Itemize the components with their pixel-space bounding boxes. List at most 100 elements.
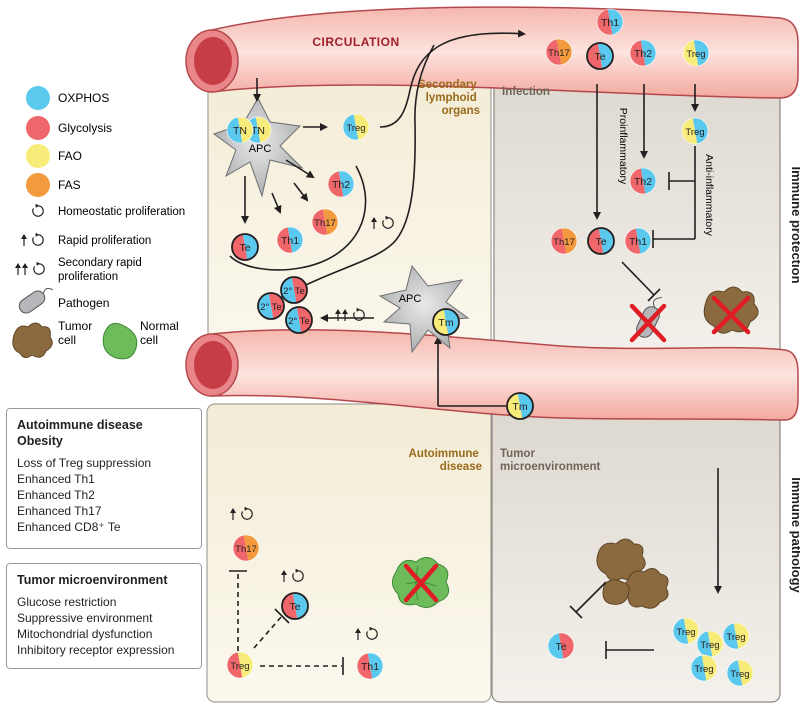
legend-rapid: Rapid proliferation xyxy=(58,235,151,247)
tumor-box-item: Mitochondrial dysfunction xyxy=(17,627,153,641)
cell-th: Th1 xyxy=(276,226,304,254)
cell-te: Te xyxy=(281,592,309,620)
cell-label: Te xyxy=(594,51,605,63)
cell-th1: Th17 xyxy=(311,208,339,236)
cell-treg: Treg xyxy=(681,117,709,145)
legend-tumor-cell: Tumor cell xyxy=(58,319,96,347)
normal-cell-icon xyxy=(102,322,138,360)
lymphoid-arrows xyxy=(229,29,526,407)
autoimmune-obesity-box: Autoimmune disease Obesity Loss of Treg … xyxy=(6,408,202,549)
cell-label: 2° Te xyxy=(288,316,310,327)
cell-th: Th1 xyxy=(624,227,652,255)
cell-label: Treg xyxy=(700,640,719,651)
tumor-box-title: Tumor microenvironment xyxy=(17,573,168,587)
cell-label: Tm xyxy=(512,401,527,413)
secondary-rapid-lymphoid-icon xyxy=(335,307,365,321)
cell-label: Th1 xyxy=(361,661,379,673)
cell-label: TN xyxy=(251,125,265,137)
circulation-vessel-top xyxy=(185,6,799,99)
cell-treg: Treg xyxy=(726,659,754,687)
tumor-box-item: Inhibitory receptor expression xyxy=(17,643,175,657)
cell-treg: Treg xyxy=(342,113,370,141)
legend-secondary-rapid: Secondary rapid proliferation xyxy=(58,257,145,283)
proinflammatory-label: Proinflammatory xyxy=(617,108,629,185)
cell-tm: Tm xyxy=(432,308,460,336)
normal-cell-killed xyxy=(392,557,450,608)
tumor-box-item: Suppressive environment xyxy=(17,611,153,625)
cell-label: Th1 xyxy=(601,17,619,29)
secondary-lymphoid-label: Secondary lymphoid organs xyxy=(418,79,480,117)
cell-label: Treg xyxy=(694,664,713,675)
obesity-box-title: Obesity xyxy=(17,434,63,448)
rapid-prolif-te-icon xyxy=(281,568,304,582)
infection-label: Infection xyxy=(502,86,550,98)
anti-inflammatory-label: Anti-inflammatory xyxy=(703,154,715,236)
cell-label: Th17 xyxy=(235,544,257,555)
cell-th1: Th17 xyxy=(545,38,573,66)
tumor-cell-icon xyxy=(12,322,53,359)
cell-te: Te xyxy=(231,233,259,261)
cell-th: Th2 xyxy=(629,167,657,195)
cell-tn: TN xyxy=(226,116,254,144)
legend-fao: FAO xyxy=(58,149,82,163)
autoimmune-box-item: Enhanced Th1 xyxy=(17,472,95,486)
cell-tm: Tm xyxy=(506,392,534,420)
cell-label: Treg xyxy=(685,127,704,138)
tumor-killed xyxy=(703,286,759,335)
legend-fao-swatch xyxy=(26,144,50,168)
legend-oxphos-swatch xyxy=(26,86,50,110)
cell-label: Th2 xyxy=(634,176,652,188)
tumor-microenvironment-box: Tumor microenvironment Glucose restricti… xyxy=(6,563,202,669)
cell-label: Th17 xyxy=(314,218,336,229)
cell-label: Th1 xyxy=(281,235,299,247)
cell-th: Th2 xyxy=(629,39,657,67)
autoimmune-box-title: Autoimmune disease xyxy=(17,418,143,432)
immune-protection-label: Immune protection xyxy=(789,166,800,283)
pathogen-icon xyxy=(18,287,54,314)
autoimmune-box-item: Enhanced CD8⁺ Te xyxy=(17,520,121,534)
cell-label: Th17 xyxy=(548,48,570,59)
tumor-env-arrows xyxy=(569,468,722,659)
immune-pathology-label: Immune pathology xyxy=(789,477,800,593)
cell-th: Th2 xyxy=(327,170,355,198)
cell-label: Treg xyxy=(346,123,365,134)
cell-label: Tm xyxy=(438,317,453,329)
cell-label: Treg xyxy=(686,49,705,60)
cell-th1: Th17 xyxy=(550,227,578,255)
legend-glycolysis: Glycolysis xyxy=(58,121,112,135)
cell-treg: Treg xyxy=(226,651,254,679)
cell-te: Te xyxy=(586,42,614,70)
cell-label: Th17 xyxy=(553,237,575,248)
legend-glycolysis-swatch xyxy=(26,116,50,140)
legend-oxphos: OXPHOS xyxy=(58,91,109,105)
autoimmune-box-item: Loss of Treg suppression xyxy=(17,456,152,470)
cell-label: Th1 xyxy=(629,236,647,248)
cell-th1: Th17 xyxy=(232,534,260,562)
autoimmune-inhibition-lines xyxy=(229,570,344,675)
legend-fas: FAS xyxy=(58,178,81,192)
cell-label: Te xyxy=(289,601,300,613)
cell-label: 2° Te xyxy=(260,302,282,313)
legend-pathogen: Pathogen xyxy=(58,296,109,310)
cell-treg: Treg xyxy=(690,654,718,682)
circulation-vessel-bottom xyxy=(185,328,799,421)
rapid-proliferation-icon xyxy=(21,232,44,246)
cell-label: Treg xyxy=(230,661,249,672)
cell-label: Te xyxy=(239,242,250,254)
panel-autoimmune xyxy=(206,403,492,703)
cell-th: Th1 xyxy=(356,652,384,680)
tumor-env-label: Tumor microenvironment xyxy=(500,448,600,473)
cell-th: Th1 xyxy=(596,8,624,36)
cell-label: Th2 xyxy=(634,48,652,60)
cell-label: 2° Te xyxy=(283,286,305,297)
cell-te: 2° Te xyxy=(257,292,285,320)
cell-treg: Treg xyxy=(722,622,750,650)
rapid-prolif-th17-icon xyxy=(230,506,253,520)
cell-label: Treg xyxy=(676,627,695,638)
tumor-box-item: Glucose restriction xyxy=(17,595,117,609)
cell-label: TN xyxy=(233,125,247,137)
cell-treg: Treg xyxy=(682,39,710,67)
pathogen-killed xyxy=(629,296,667,343)
legend: OXPHOS Glycolysis FAO FAS Homeostatic pr… xyxy=(12,86,185,360)
